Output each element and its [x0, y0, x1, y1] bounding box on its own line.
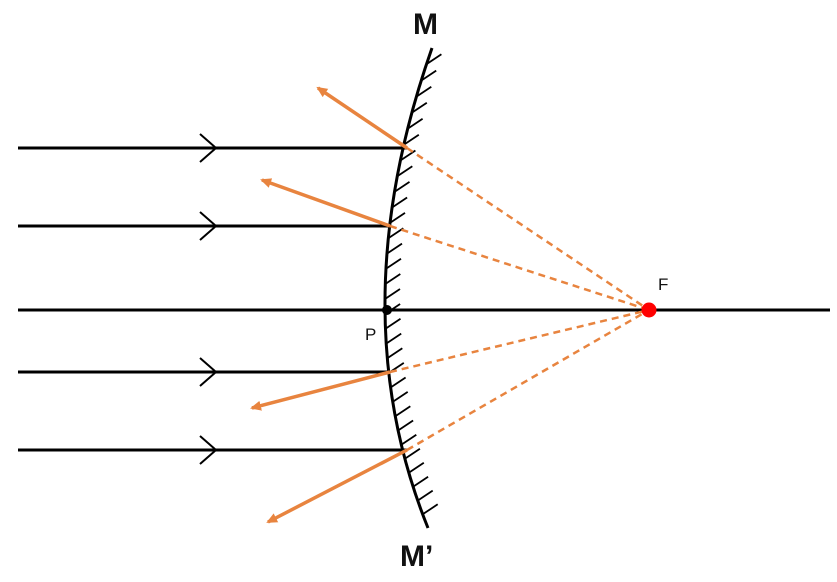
pole-point [382, 305, 392, 315]
mirror-hatch-mark [385, 258, 402, 270]
mirror-hatch-mark [425, 53, 442, 66]
incident-rays [18, 133, 407, 465]
mirror-hatch-mark [390, 376, 407, 389]
mirror-hatch-mark [408, 462, 425, 474]
mirror-hatch-mark [404, 448, 421, 460]
mirror-hatch-mark [387, 227, 404, 240]
mirror-hatch-mark [420, 69, 437, 82]
mirror-hatch-mark [386, 242, 403, 255]
mirror-hatch-mark [394, 181, 410, 193]
mirror-hatch-mark [411, 102, 428, 114]
mirror-hatch-mark [417, 489, 434, 502]
incident-arrow-4 [199, 435, 218, 465]
mirror-hatch-mark [391, 196, 408, 209]
mirror-hatch-mark [384, 288, 401, 300]
mirror-hatch-mark [407, 118, 424, 130]
mirror-hatch-mark [399, 149, 416, 162]
incident-arrow-1 [199, 133, 218, 163]
pole-label: P [365, 325, 376, 344]
incident-arrow-3 [199, 357, 218, 387]
mirror-hatching [384, 53, 442, 516]
mirror-hatch-mark [422, 503, 439, 516]
mirror-hatch-mark [412, 475, 429, 488]
virtual-extensions [389, 146, 650, 452]
reflected-ray-2 [260, 178, 391, 228]
mirror-hatch-mark [386, 347, 403, 360]
virtual-extension-3 [389, 308, 650, 374]
reflected-rays [250, 86, 408, 524]
mirror-hatch-mark [415, 85, 432, 98]
virtual-extension-2 [389, 224, 650, 312]
mirror-hatch-mark [397, 419, 414, 432]
mirror-hatch-mark [394, 405, 411, 418]
mirror-top-label: M [413, 8, 438, 41]
virtual-extension-1 [406, 146, 650, 312]
reflected-ray-1 [316, 86, 408, 150]
focus-point [641, 302, 657, 318]
incident-arrow-2 [199, 211, 218, 241]
focus-label: F [658, 275, 668, 294]
mirror-hatch-mark [384, 273, 401, 285]
mirror-hatch-mark [396, 165, 413, 178]
mirror-hatch-mark [392, 391, 409, 403]
reflected-ray-4 [266, 448, 408, 524]
mirror-hatch-mark [385, 318, 401, 330]
virtual-extension-4 [406, 308, 650, 452]
mirror-hatch-mark [389, 212, 406, 224]
mirror-bottom-label: M’ [400, 540, 433, 573]
reflected-ray-3 [250, 370, 391, 411]
mirror-hatch-mark [403, 133, 420, 146]
mirror-hatch-mark [400, 433, 417, 446]
mirror-hatch-mark [385, 332, 402, 345]
